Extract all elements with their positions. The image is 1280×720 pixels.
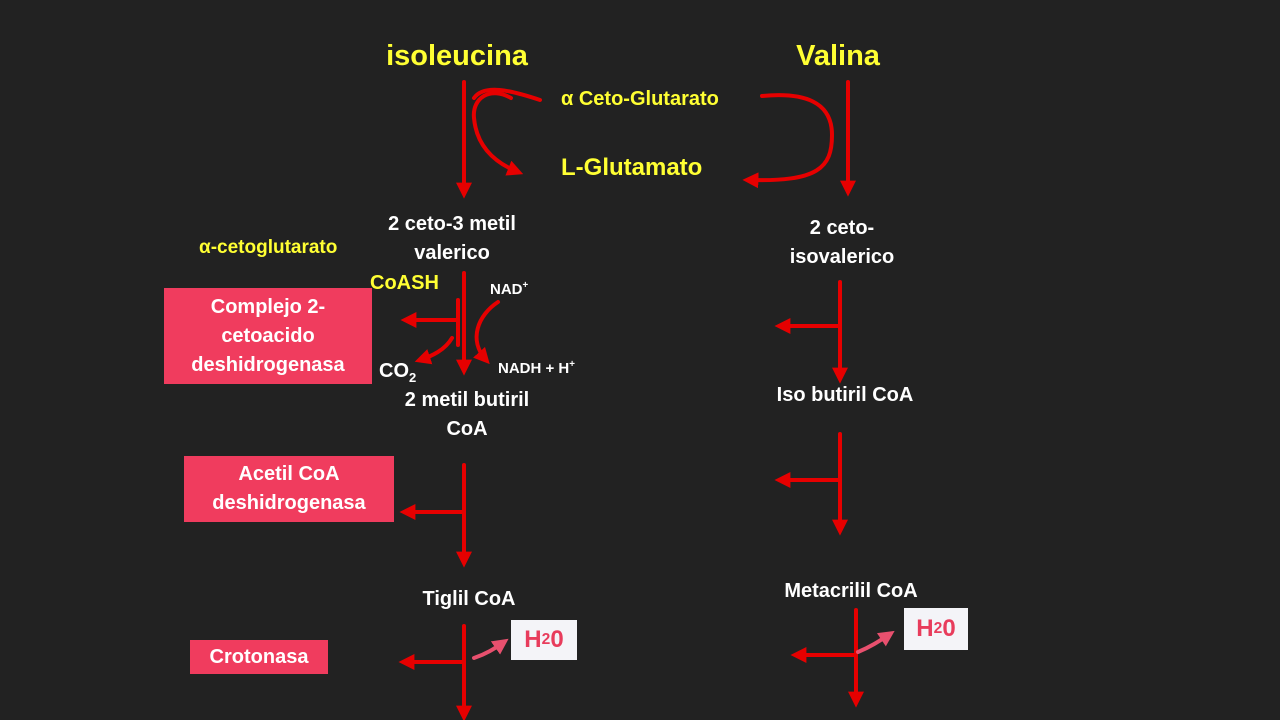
keto-glutarate-text: Ceto-Glutarato <box>578 88 719 110</box>
title-valina: Valina <box>796 40 880 72</box>
methacrylyl-coa: Metacrilil CoA <box>784 580 918 602</box>
l-glutamate-label: L-Glutamato <box>561 154 703 181</box>
curve-keto-glutarate-top <box>472 87 542 102</box>
cofactor-alpha-symbol: α <box>199 237 211 258</box>
title-isoleucina: isoleucina <box>386 40 528 72</box>
keto-isovalerate: 2 ceto- isovalerico <box>789 217 895 268</box>
methyl-butyryl-coa: 2 metil butiril CoA <box>404 389 530 440</box>
alpha-symbol: α <box>561 88 574 110</box>
cofactor-ketoglutarate-text: -cetoglutarato <box>210 237 338 258</box>
water-arrow-left <box>472 638 509 660</box>
cofactor-alpha-ketoglutarate: α-cetoglutarato <box>199 237 337 259</box>
co2-label: CO2 <box>379 360 417 385</box>
keto-glutarate-label: α Ceto-Glutarato <box>561 88 719 111</box>
curve-co2 <box>414 336 454 365</box>
tiglyl-coa: Tiglil CoA <box>422 588 516 610</box>
isobutyryl-coa: Iso butiril CoA <box>776 384 914 406</box>
enzyme-acyl-coa-dehydrogenase: Acetil CoA deshidrogenasa <box>184 456 394 522</box>
coash-label: CoASH <box>370 272 439 294</box>
enzyme-ketoacid-dehydrogenase: Complejo 2- cetoacido deshidrogenasa <box>164 288 372 384</box>
curve-nad <box>473 300 500 365</box>
nad-label: NAD+ <box>490 280 529 298</box>
water-arrow-right <box>856 630 895 654</box>
keto-methyl-valerate: 2 ceto-3 metil valerico <box>388 213 516 264</box>
nadh-label: NADH + H+ <box>498 359 575 377</box>
curve-glutamate-right <box>742 93 834 189</box>
enzyme-crotonase: Crotonasa <box>190 640 328 674</box>
curve-keto-glutarate-left <box>471 91 524 176</box>
